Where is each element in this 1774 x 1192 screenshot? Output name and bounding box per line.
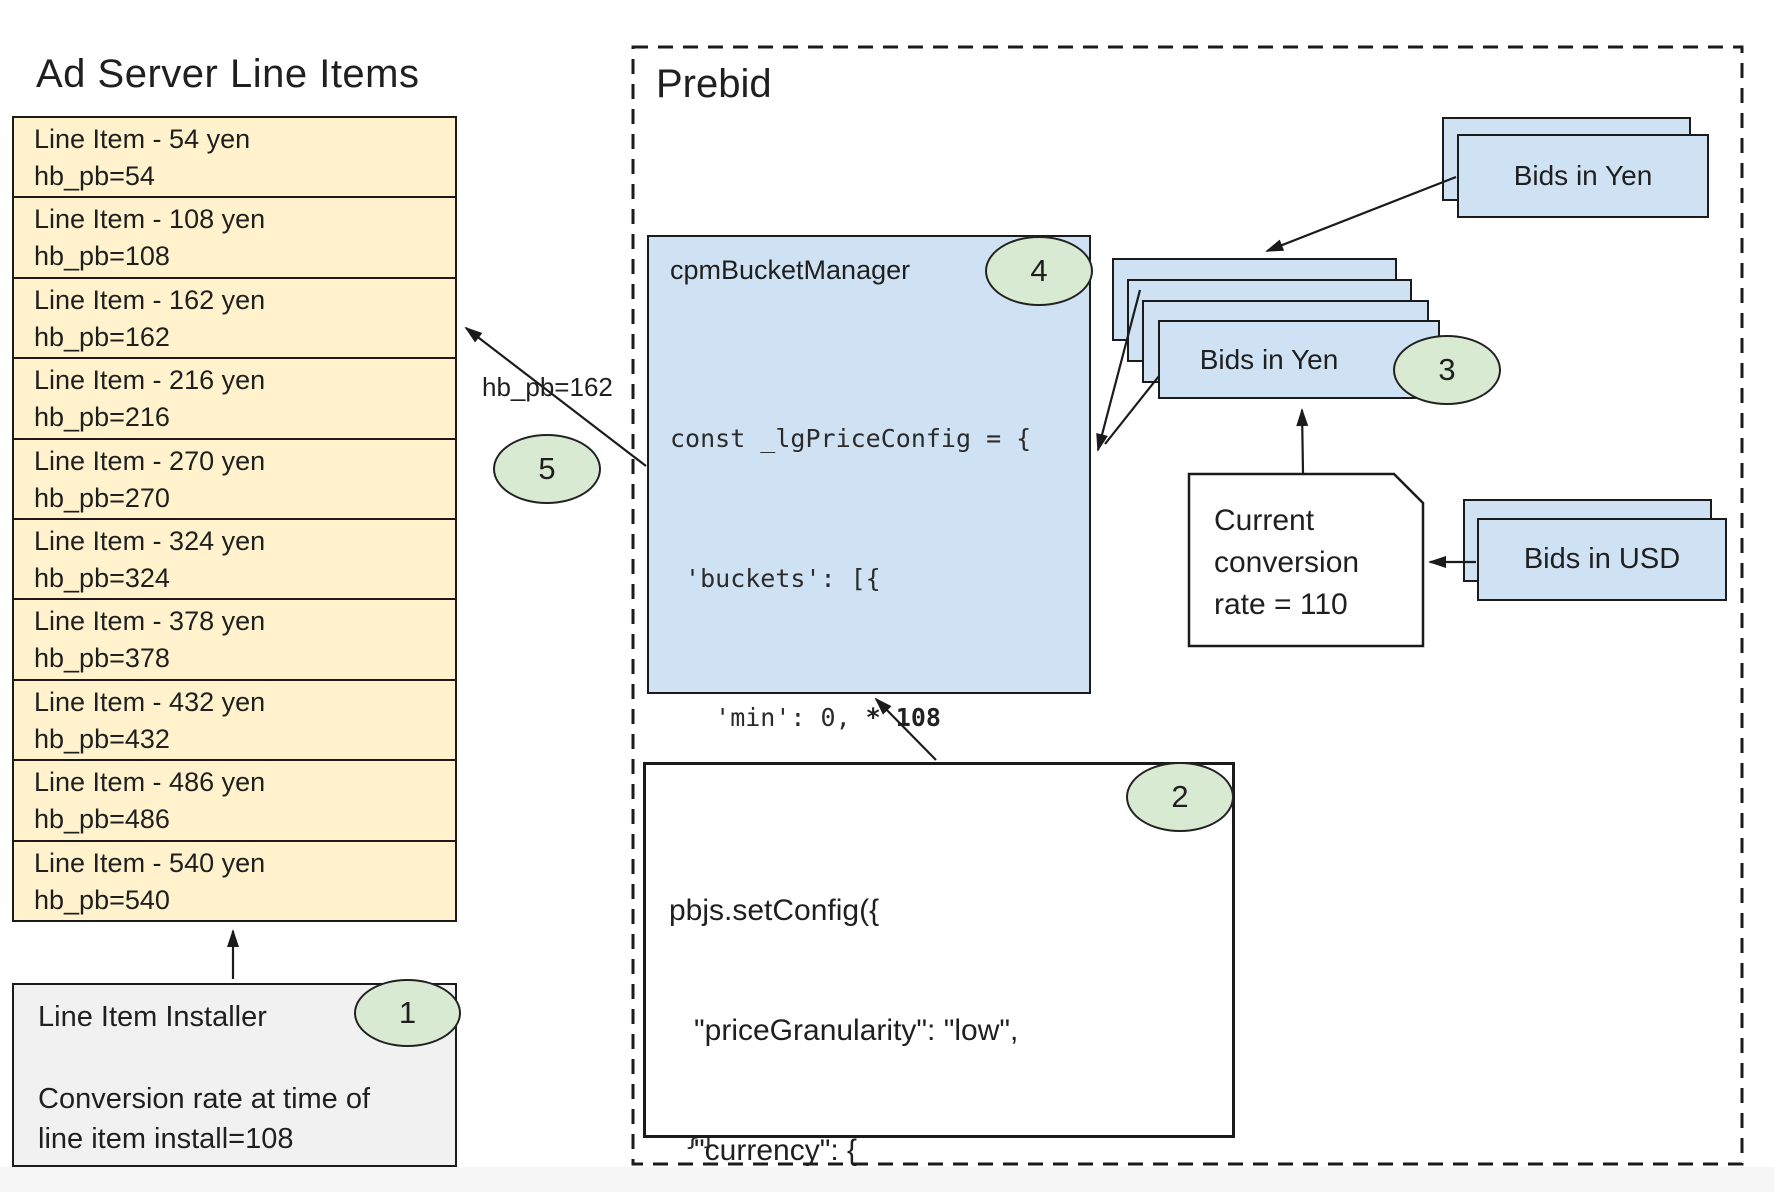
line-item-hb: hb_pb=432 [34, 723, 170, 754]
conversion-rate-note: Current conversion rate = 110 [1214, 500, 1359, 626]
bids-in-usd-card: Bids in USD [1477, 518, 1727, 601]
line-item-title: Line Item - 540 yen [34, 847, 266, 878]
code-line: "priceGranularity": "low", [669, 1014, 1019, 1047]
line-item-title: Line Item - 270 yen [34, 445, 266, 476]
code-line: const _lgPriceConfig = { [670, 424, 1032, 453]
line-item-row: Line Item - 432 yen hb_pb=432 [14, 681, 455, 762]
line-item-hb: hb_pb=216 [34, 402, 170, 433]
bids-in-yen-label: Bids in Yen [1513, 160, 1653, 191]
line-item-title: Line Item - 216 yen [34, 365, 266, 396]
note-line3: rate = 110 [1214, 588, 1348, 621]
step-badge-1: 1 [354, 979, 461, 1047]
bottom-strip [0, 1167, 1774, 1192]
hb-pb-arrow-label: hb_pb=162 [482, 372, 613, 402]
code-line: 'buckets': [{ [670, 563, 881, 593]
line-item-hb: hb_pb=324 [34, 563, 170, 594]
step-badge-5: 5 [493, 434, 601, 504]
bids-in-usd-label: Bids in USD [1523, 543, 1681, 575]
bids-in-yen-stack-label: Bids in Yen [1199, 343, 1339, 375]
line-item-title: Line Item - 378 yen [34, 606, 266, 637]
line-item-hb: hb_pb=540 [34, 884, 170, 915]
line-item-row: Line Item - 54 yen hb_pb=54 [14, 118, 455, 199]
installer-note-line1: Conversion rate at time of [38, 1083, 371, 1115]
line-item-row: Line Item - 378 yen hb_pb=378 [14, 600, 455, 681]
line-item-row: Line Item - 540 yen hb_pb=540 [14, 842, 455, 920]
installer-title: Line Item Installer [38, 1001, 267, 1033]
line-item-title: Line Item - 162 yen [34, 284, 266, 315]
installer-note-line2: line item install=108 [38, 1123, 294, 1155]
cpm-bucket-manager-title: cpmBucketManager [670, 255, 911, 285]
code-line: 'min': 0, * 108 [670, 703, 941, 732]
pbjs-code-block: pbjs.setConfig({ "priceGranularity": "lo… [669, 811, 1085, 1192]
line-item-title: Line Item - 432 yen [34, 686, 266, 717]
step-badge-4: 4 [985, 236, 1093, 306]
ad-server-line-items-table: Line Item - 54 yen hb_pb=54 Line Item - … [12, 116, 457, 922]
step-badge-2: 2 [1126, 762, 1234, 832]
prebid-title: Prebid [656, 62, 772, 106]
line-item-title: Line Item - 324 yen [34, 526, 266, 557]
bids-in-yen-card: Bids in Yen [1457, 134, 1709, 218]
line-item-hb: hb_pb=108 [34, 241, 170, 272]
line-item-row: Line Item - 324 yen hb_pb=324 [14, 520, 455, 601]
arrow-stack-to-cpm-b [1104, 375, 1160, 445]
line-item-hb: hb_pb=378 [34, 643, 170, 674]
line-item-title: Line Item - 54 yen [34, 124, 251, 154]
step-badge-3: 3 [1393, 335, 1501, 405]
line-item-hb: hb_pb=486 [34, 804, 170, 835]
line-item-hb: hb_pb=270 [34, 482, 170, 513]
note-line2: conversion [1214, 546, 1360, 579]
line-item-title: Line Item - 486 yen [34, 767, 266, 798]
line-item-row: Line Item - 270 yen hb_pb=270 [14, 440, 455, 521]
line-item-row: Line Item - 486 yen hb_pb=486 [14, 761, 455, 842]
note-line1: Current [1214, 504, 1315, 537]
line-item-row: Line Item - 108 yen hb_pb=108 [14, 198, 455, 279]
installer-conversion-note: Conversion rate at time of line item ins… [38, 1079, 370, 1159]
code-line: "currency": { [669, 1134, 858, 1167]
ad-server-title: Ad Server Line Items [36, 52, 420, 96]
arrow-yen-top-to-stack [1265, 175, 1457, 253]
line-item-row: Line Item - 162 yen hb_pb=162 [14, 279, 455, 360]
line-item-hb: hb_pb=54 [34, 161, 155, 191]
arrow-note-to-stack [1296, 408, 1309, 474]
line-item-row: Line Item - 216 yen hb_pb=216 [14, 359, 455, 440]
code-line: pbjs.setConfig({ [669, 894, 880, 927]
line-item-title: Line Item - 108 yen [34, 204, 266, 235]
line-item-hb: hb_pb=162 [34, 321, 170, 352]
